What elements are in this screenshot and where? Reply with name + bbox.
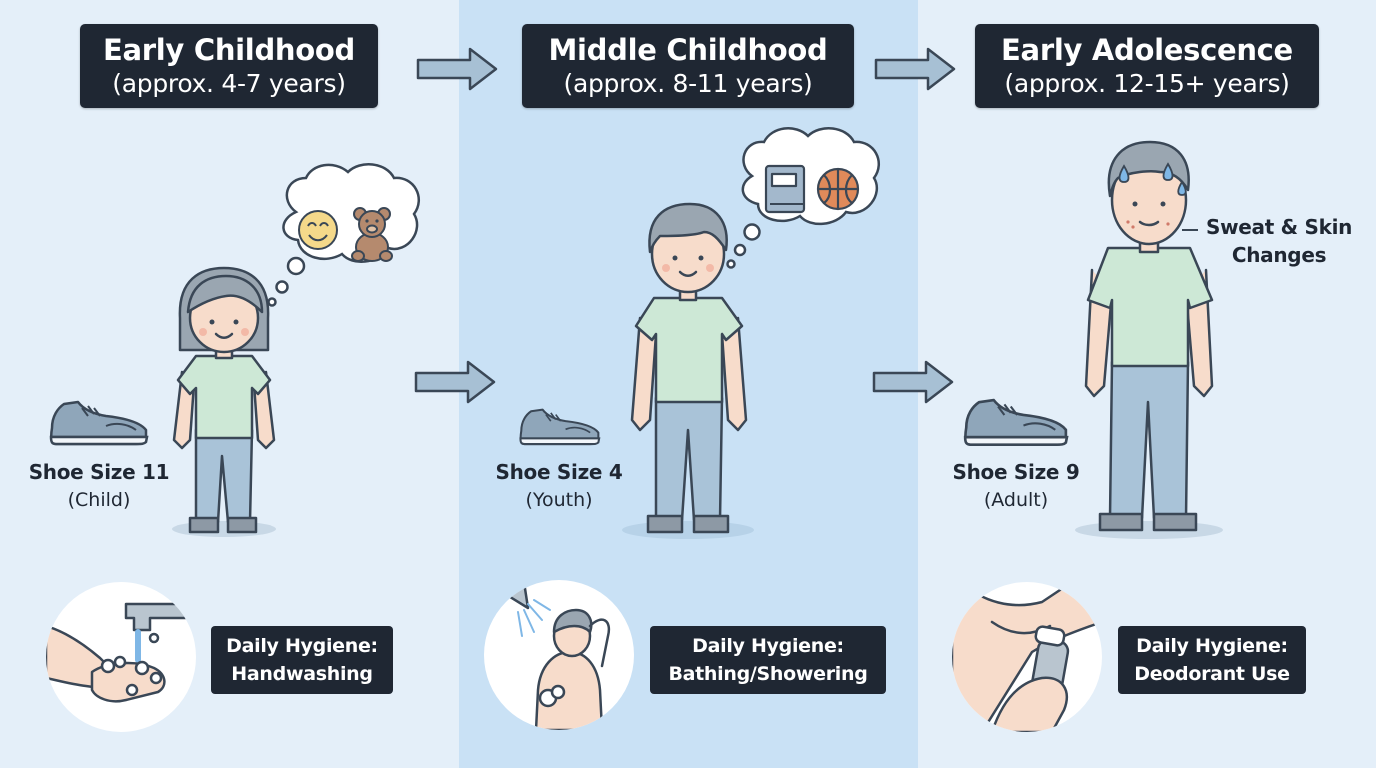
shoe-category: (Youth)	[525, 489, 593, 511]
hygiene-label-handwashing: Daily Hygiene: Handwashing	[211, 626, 393, 694]
stage-title-middle-childhood: Middle Childhood (approx. 8-11 years)	[522, 24, 854, 108]
hygiene-illustration-showering	[484, 580, 634, 730]
stage-name: Early Adolescence	[1001, 33, 1293, 67]
stage-title-early-adolescence: Early Adolescence (approx. 12-15+ years)	[975, 24, 1319, 108]
shoe-size-label-adolescence: Shoe Size 9 (Adult)	[936, 458, 1096, 514]
hygiene-label-line: Daily Hygiene:	[692, 635, 844, 657]
stage-age-range: (approx. 12-15+ years)	[1004, 69, 1290, 98]
hygiene-label-line: Daily Hygiene:	[226, 635, 378, 657]
shoe-category: (Child)	[67, 489, 131, 511]
shoe-size: Shoe Size 4	[495, 460, 623, 484]
hygiene-label-deodorant: Daily Hygiene: Deodorant Use	[1118, 626, 1306, 694]
shoe-size: Shoe Size 11	[28, 460, 170, 484]
hygiene-label-line: Deodorant Use	[1134, 663, 1290, 685]
faucet-icon	[46, 602, 196, 703]
hygiene-label-showering: Daily Hygiene: Bathing/Showering	[650, 626, 886, 694]
shoe-size-label-early: Shoe Size 11 (Child)	[18, 458, 180, 514]
callout-sweat-skin: Sweat & Skin Changes	[1206, 213, 1352, 269]
stage-age-range: (approx. 4-7 years)	[112, 69, 346, 98]
callout-line: Sweat & Skin	[1206, 215, 1353, 239]
callout-line: Changes	[1231, 243, 1327, 267]
stage-name: Early Childhood	[103, 33, 355, 67]
hygiene-label-line: Daily Hygiene:	[1136, 635, 1288, 657]
hygiene-label-line: Handwashing	[231, 663, 373, 685]
shower-icon	[493, 580, 611, 730]
deodorant-icon	[952, 582, 1102, 732]
shoe-size: Shoe Size 9	[952, 460, 1080, 484]
hygiene-label-line: Bathing/Showering	[668, 663, 868, 685]
hygiene-illustration-handwashing	[46, 582, 196, 732]
stage-age-range: (approx. 8-11 years)	[563, 69, 813, 98]
stage-title-early-childhood: Early Childhood (approx. 4-7 years)	[80, 24, 378, 108]
shoe-size-label-middle: Shoe Size 4 (Youth)	[480, 458, 638, 514]
shoe-category: (Adult)	[983, 489, 1049, 511]
hygiene-illustration-deodorant	[952, 582, 1102, 732]
stage-name: Middle Childhood	[548, 33, 828, 67]
